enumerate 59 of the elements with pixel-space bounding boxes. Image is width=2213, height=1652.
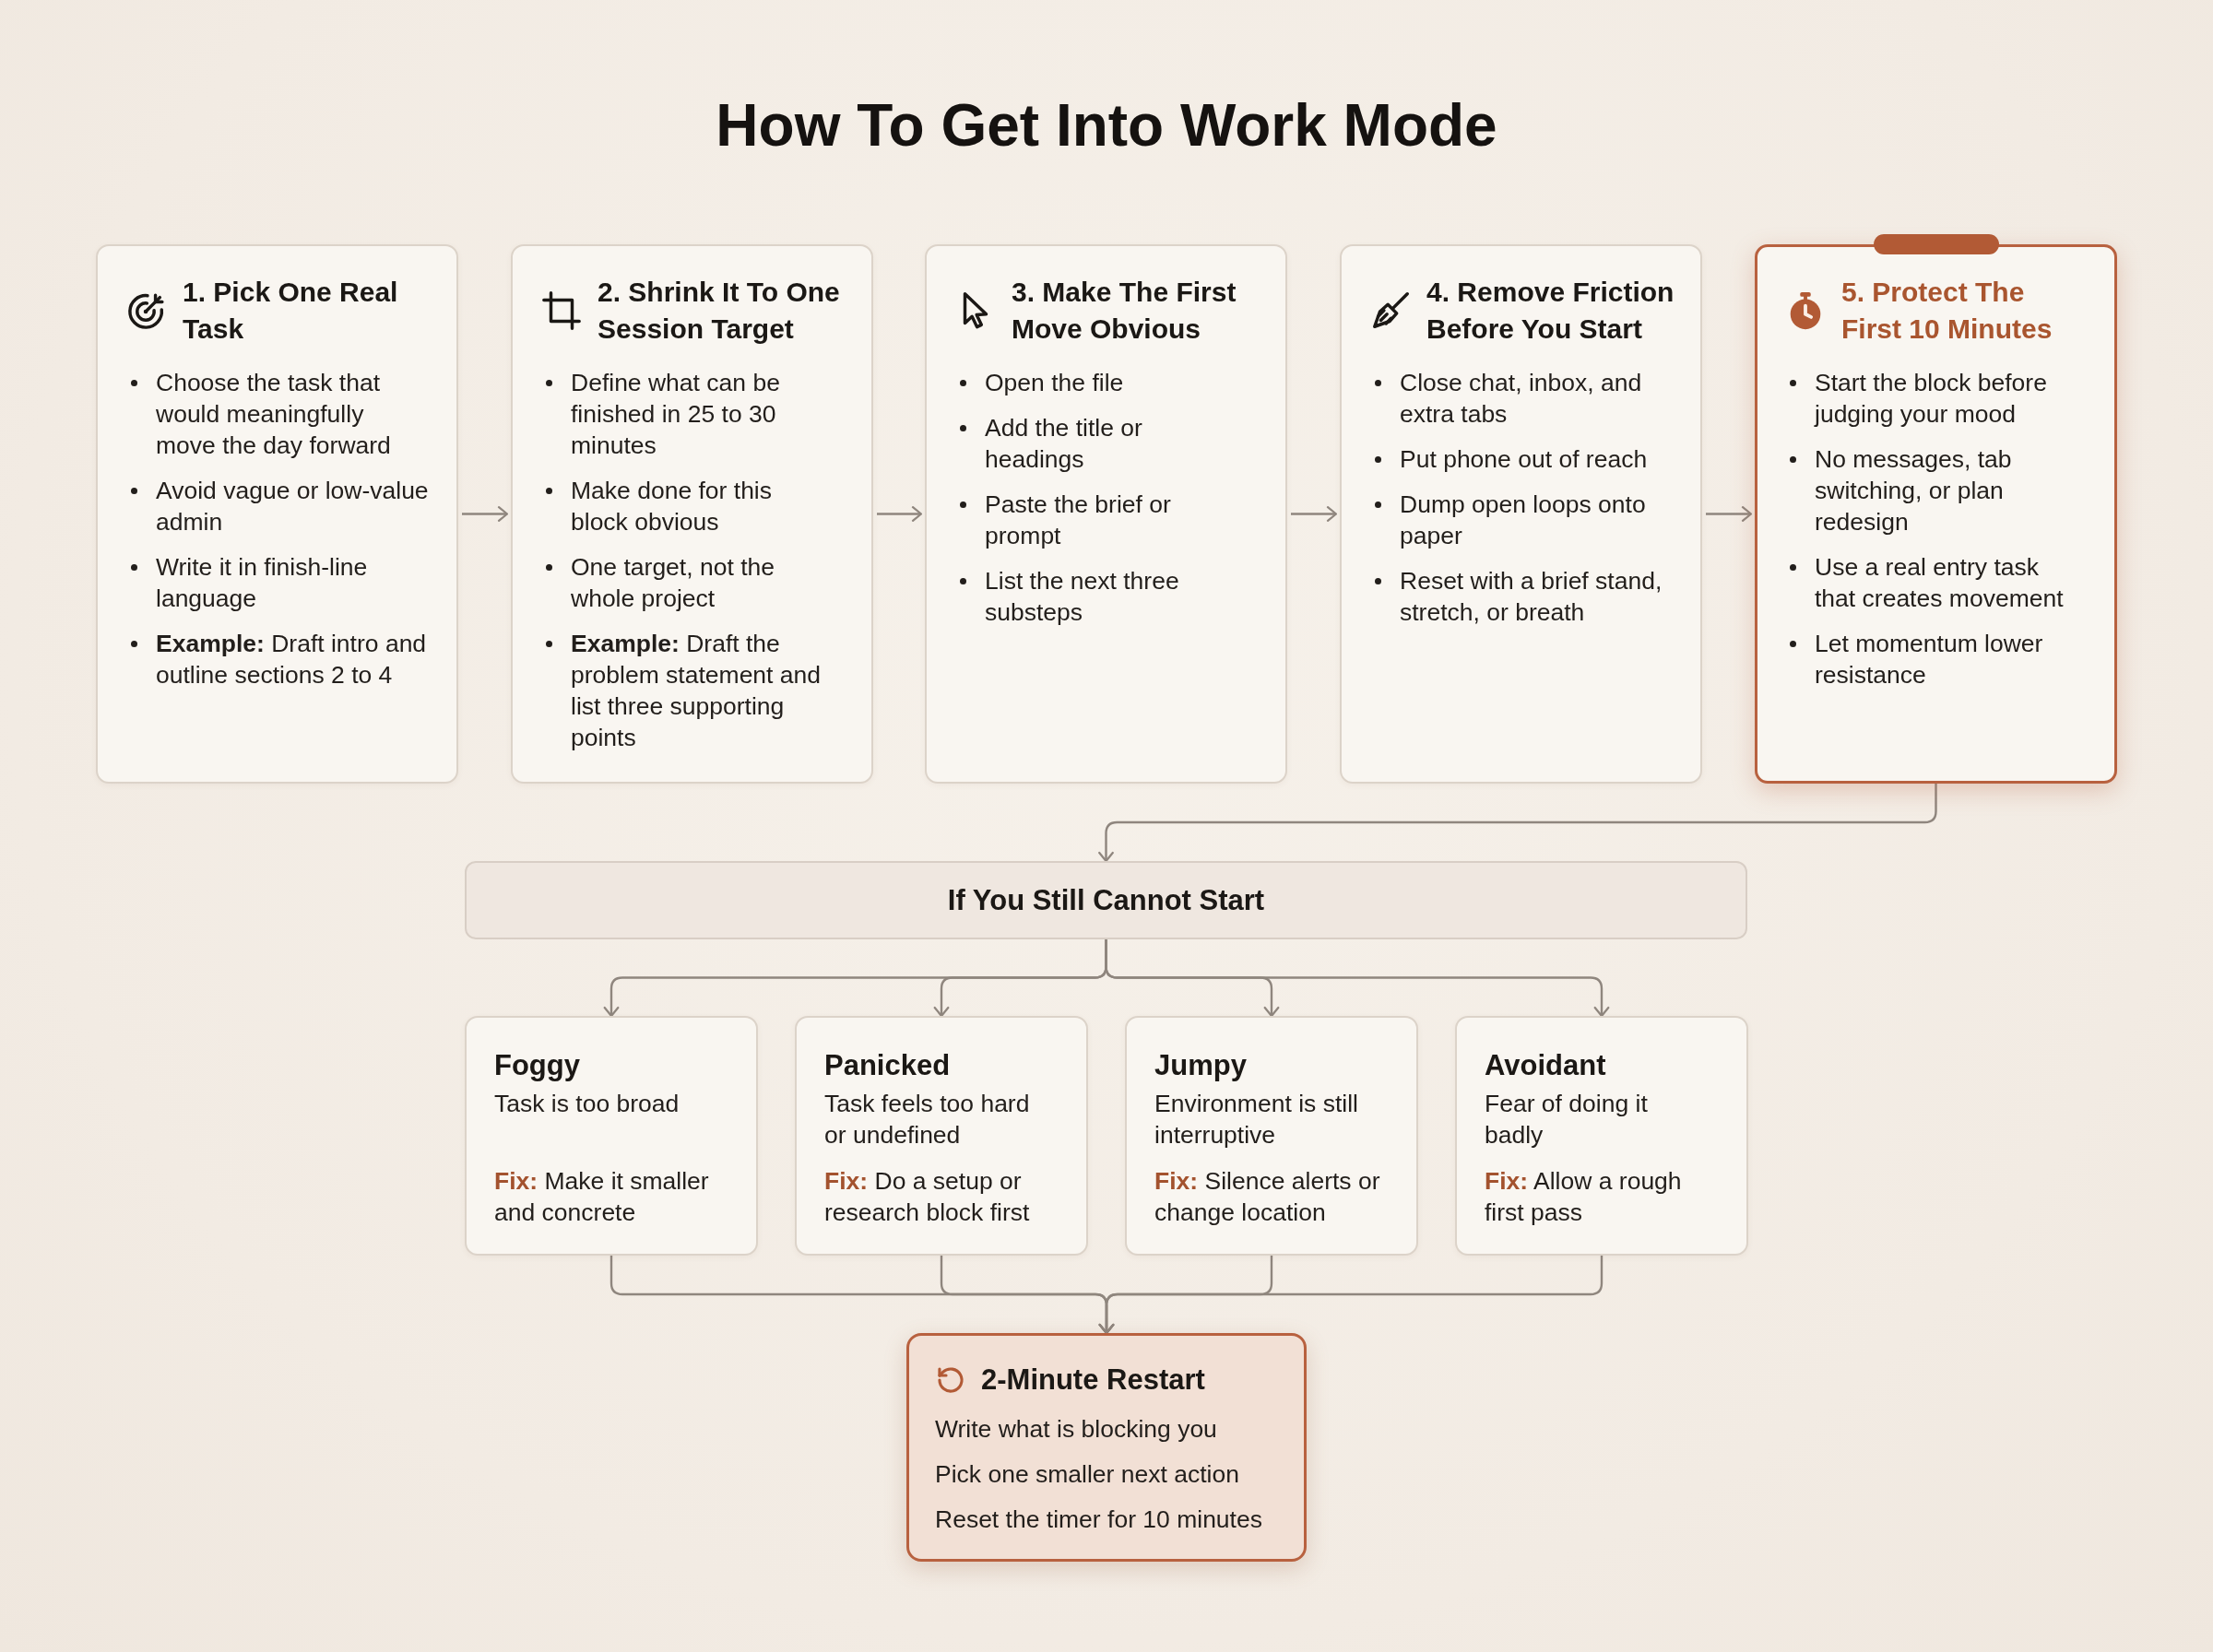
arrow [1291,506,1338,522]
state-card [1125,1016,1418,1256]
state-card [465,1016,758,1256]
state-title: Avoidant [1485,1048,1607,1083]
fix-text: Fix: Make it smaller and concrete [494,1166,710,1228]
step-card [511,244,873,784]
fix-text: Fix: Do a setup or research block first [824,1166,1031,1228]
restart-step: Write what is blocking you [935,1413,1285,1445]
step-heading: 1. Pick One Real Task [183,276,399,346]
restart-step: Reset the timer for 10 minutes [935,1504,1285,1535]
bullet-text: Avoid vague or low-value admin [125,475,429,537]
restart-step: Pick one smaller next action [935,1458,1285,1490]
bullet-text: One target, not the whole project [540,551,829,614]
bullet-text: Add the title or headings [954,412,1241,475]
restart-heading: 2-Minute Restart [981,1363,1205,1398]
banner-heading: If You Still Cannot Start [947,882,1265,918]
state-title: Jumpy [1154,1048,1248,1083]
fix-text: Fix: Silence alerts or change location [1154,1166,1381,1228]
bullet-text: Reset with a brief stand, stretch, or breath [1369,565,1676,628]
state-description: Fear of doing it badly [1485,1089,1649,1150]
step-card [925,244,1287,784]
state-description: Task is too broad [494,1089,680,1119]
bullet-text: No messages, tab switching, or plan redesign [1784,443,2077,537]
state-description: Task feels too hard or undefined [824,1089,1031,1150]
bullet-text: Define what can be finished in 25 to 30 minutes [540,367,829,461]
bullet-text: Make done for this block obvious [540,475,829,537]
state-description: Environment is still interruptive [1154,1089,1359,1150]
bullet-text: Write it in finish-line language [125,551,429,614]
bullet-text: Open the file [954,367,1241,398]
state-title: Panicked [824,1048,952,1083]
step-heading: 4. Remove Friction Before You Start [1426,276,1675,346]
state-card [795,1016,1088,1256]
banner-bar [465,861,1747,939]
step-card [1755,244,2117,784]
bullet-text: Use a real entry task that creates movement [1784,551,2077,614]
bullet-text: List the next three substeps [954,565,1241,628]
step-heading: 5. Protect The First 10 Minutes [1841,276,2053,346]
bullet-text: Example: Draft intro and outline sections 2 to 4 [125,628,429,690]
bullet-text: Close chat, inbox, and extra tabs [1369,367,1676,430]
arrow [1098,784,1937,863]
bullet-text: Choose the task that would meaningfully move the day forward [125,367,429,461]
bullet-text: Paste the brief or prompt [954,489,1241,551]
step-card [1340,244,1702,784]
bullet-text: Put phone out of reach [1369,443,1676,475]
step-card [96,244,458,784]
arrow [877,506,923,522]
bullet-text: Let momentum lower resistance [1784,628,2077,690]
bullet-text: Example: Draft the problem statement and list three supporting points [540,628,829,753]
restart-card [906,1333,1307,1562]
bullet-text: Start the block before judging your mood [1784,367,2077,430]
page-title: How To Get Into Work Mode [716,92,1497,159]
step-heading: 2. Shrink It To One Session Target [598,276,841,346]
fix-text: Fix: Allow a rough first pass [1485,1166,1683,1228]
state-title: Foggy [494,1048,581,1083]
bullet-text: Dump open loops onto paper [1369,489,1676,551]
arrow [462,506,509,522]
step-heading: 3. Make The First Move Obvious [1012,276,1237,346]
arrow [1706,506,1753,522]
state-card [1455,1016,1748,1256]
